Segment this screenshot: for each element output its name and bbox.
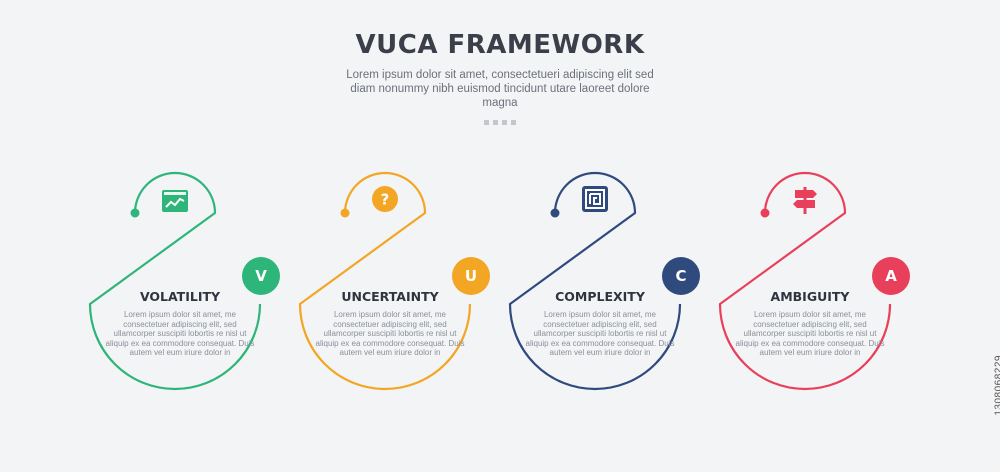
connector-start-dot [130, 208, 140, 218]
vuca-item-uncertainty: ? U UNCERTAINTY Lorem ipsum dolor sit amet… [285, 0, 495, 472]
svg-text:?: ? [381, 191, 390, 209]
letter-badge: V [242, 257, 280, 295]
item-description: Lorem ipsum dolor sit amet, me consectet… [105, 310, 255, 358]
signpost-icon [791, 185, 819, 220]
connector-line [718, 171, 892, 391]
connector-start-dot [760, 208, 770, 218]
page-subtitle: Lorem ipsum dolor sit amet, consectetuer… [346, 69, 654, 109]
connector-start-dot [550, 208, 560, 218]
header: VUCA FRAMEWORK Lorem ipsum dolor sit ame… [0, 30, 1000, 125]
separator-dots [0, 120, 1000, 125]
chart-window-icon [161, 189, 189, 218]
vuca-item-volatility: V VOLATILITY Lorem ipsum dolor sit amet, m… [75, 0, 285, 472]
connector-line [508, 171, 682, 391]
letter-badge: U [452, 257, 490, 295]
page-title: VUCA FRAMEWORK [355, 30, 645, 60]
item-title: VOLATILITY [139, 289, 221, 304]
vuca-item-ambiguity: A AMBIGUITY Lorem ipsum dolor sit amet, me… [705, 0, 915, 472]
item-description: Lorem ipsum dolor sit amet, me consectet… [735, 310, 885, 358]
maze-icon [581, 185, 609, 218]
question-mark-icon: ? [371, 185, 399, 218]
item-description: Lorem ipsum dolor sit amet, me consectet… [525, 310, 675, 358]
connector-start-dot [340, 208, 350, 218]
item-description: Lorem ipsum dolor sit amet, me consectet… [315, 310, 465, 358]
connector-line [298, 171, 472, 391]
item-title: AMBIGUITY [770, 289, 850, 304]
item-title: COMPLEXITY [555, 289, 645, 304]
item-title: UNCERTAINTY [341, 289, 439, 304]
connector-line [88, 171, 262, 391]
letter-badge: A [872, 257, 910, 295]
vuca-item-complexity: C COMPLEXITY Lorem ipsum dolor sit amet, m… [495, 0, 705, 472]
stock-id: 1308068229 [994, 355, 1000, 416]
letter-badge: C [662, 257, 700, 295]
